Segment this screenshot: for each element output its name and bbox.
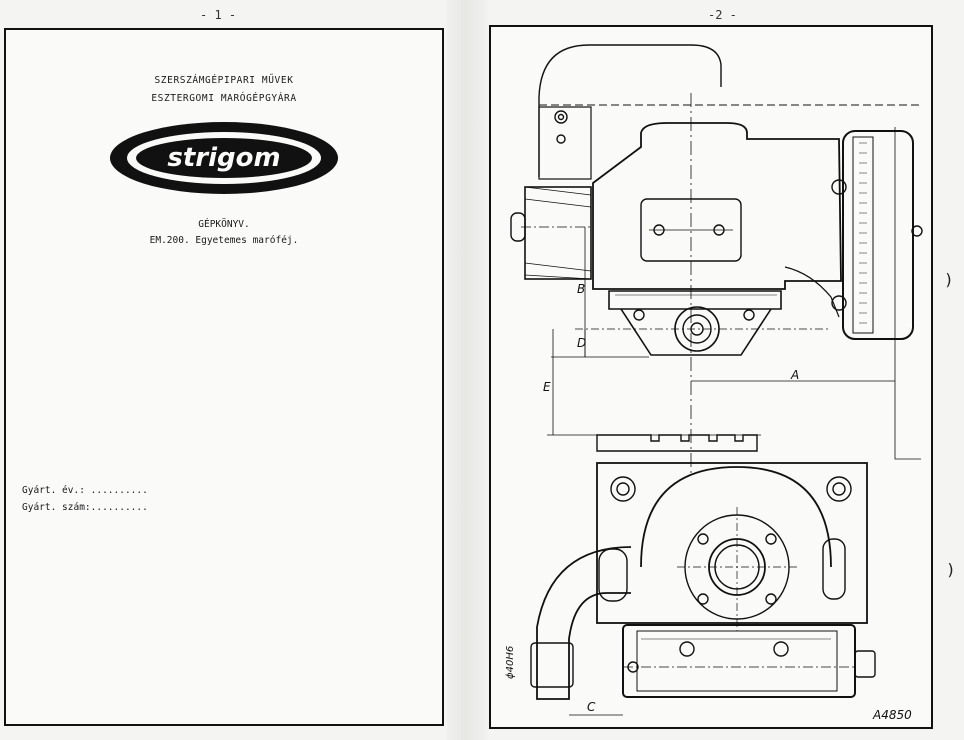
company-name-line2: ESZTERGOMI MARÓGÉPGYÁRA [151,93,297,104]
diameter-label: ϕ40H6 [505,646,516,679]
dim-label-e: E [543,380,551,394]
side-elevation-view: B D E A [510,44,923,477]
strigom-logo: strigom [110,122,338,194]
edge-mark-lower: ) [946,560,956,579]
cover-page: SZERSZÁMGÉPIPARI MŰVEK ESZTERGOMI MARÓGÉ… [4,28,444,726]
front-elevation-view: C ϕ40H6 A4850 [505,462,912,722]
book-subtitle: EM.200. Egyetemes maróféj. [149,235,299,246]
right-page-number: -2 - [708,8,737,22]
book-title: GÉPKÖNYV. [198,219,250,230]
manufacture-number-field: Gyárt. szám:.......... [22,502,148,513]
logo-wordmark: strigom [167,143,280,173]
company-name-line1: SZERSZÁMGÉPIPARI MŰVEK [154,75,294,86]
dim-label-d: D [577,336,586,350]
dim-label-c: C [587,700,596,714]
drawing-page: B D E A [489,25,933,729]
manufacture-year-field: Gyárt. év.: .......... [22,485,148,496]
sheet-number: A4850 [872,708,912,722]
dim-label-a: A [790,368,799,382]
left-page-number: - 1 - [200,8,237,22]
technical-drawing: B D E A [505,44,923,722]
book-gutter [447,0,487,740]
dim-label-b: B [577,282,585,296]
edge-mark-upper: ) [944,270,954,289]
